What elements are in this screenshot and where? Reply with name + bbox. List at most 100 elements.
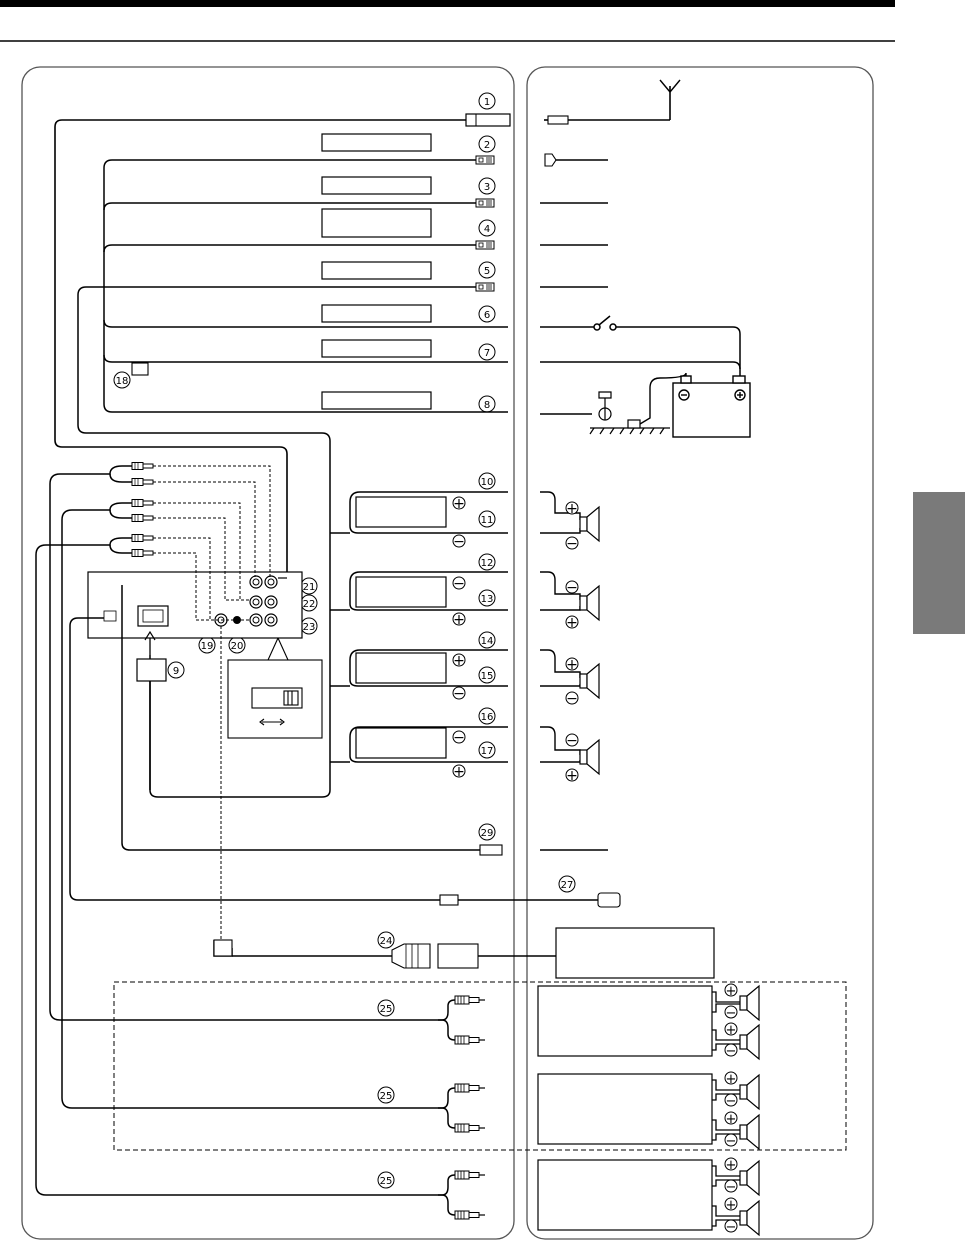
switch-detail-inset <box>227 637 323 739</box>
pol-12: − <box>453 576 465 592</box>
power-harness <box>77 159 508 798</box>
rpol-13: + <box>566 615 578 631</box>
speaker-front-right <box>579 585 600 621</box>
apol-6: − <box>726 1094 737 1109</box>
connector-29 <box>479 844 503 856</box>
callout-16: 16 <box>481 712 494 723</box>
callout-25c: 25 <box>380 1176 393 1187</box>
callout-15: 15 <box>481 671 494 682</box>
amp-speaker-6 <box>739 1200 760 1236</box>
rca-cables <box>35 462 438 1196</box>
rca-jack-front-l <box>249 575 263 589</box>
rca-plug-2b <box>454 1123 486 1133</box>
callout-12: 12 <box>481 558 494 569</box>
callout-5: 5 <box>484 266 490 277</box>
pol-16: − <box>453 730 465 746</box>
connector-2 <box>475 155 495 165</box>
apol-12: − <box>726 1220 737 1235</box>
callout-25a: 25 <box>380 1004 393 1015</box>
apol-2: − <box>726 1006 737 1021</box>
callout-18: 18 <box>116 376 129 387</box>
apol-3: + <box>726 1023 737 1038</box>
remote-cable <box>69 617 621 908</box>
callout-19: 19 <box>201 641 214 652</box>
unit-panel <box>21 66 515 1240</box>
label-boxes <box>321 133 432 410</box>
connector-5 <box>475 282 495 292</box>
callout-20: 20 <box>231 641 244 652</box>
amp-speaker-2 <box>739 1024 760 1060</box>
rpol-17: + <box>566 768 578 784</box>
antenna-lead <box>54 79 681 580</box>
callout-24: 24 <box>380 936 393 947</box>
speaker-polarity-right: + − − + + − − + <box>565 501 579 784</box>
rpol-15: − <box>566 691 578 707</box>
extension-cable <box>213 927 715 979</box>
callout-29: 29 <box>481 828 494 839</box>
callout-13: 13 <box>481 594 494 605</box>
rca-plug-1a <box>454 995 486 1005</box>
rpol-12: − <box>566 580 578 596</box>
callout-25b: 25 <box>380 1091 393 1102</box>
rpol-14: + <box>566 657 578 673</box>
apol-1: + <box>726 984 737 999</box>
fuse-holder <box>131 362 149 376</box>
callout-23: 23 <box>303 622 316 633</box>
connector-4 <box>475 240 495 250</box>
amp-speaker-3 <box>739 1074 760 1110</box>
callout-7: 7 <box>484 348 490 359</box>
speaker-rear-right <box>579 739 600 775</box>
ground-bolt <box>589 391 670 435</box>
amp-speaker-1 <box>739 985 760 1021</box>
apol-8: − <box>726 1134 737 1149</box>
rca-jack-front-r <box>264 575 278 589</box>
rca-jack-rear-l <box>249 595 263 609</box>
rca-jack-sub-l <box>249 613 263 627</box>
pol-17: + <box>453 764 465 780</box>
amplifiers <box>537 985 713 1231</box>
speaker-rear-left <box>579 663 600 699</box>
pol-14: + <box>453 653 465 669</box>
callout-8: 8 <box>484 400 490 411</box>
speaker-wiring <box>330 491 508 763</box>
amp-speaker-wires <box>712 991 740 1227</box>
apol-4: − <box>726 1044 737 1059</box>
apol-7: + <box>726 1112 737 1127</box>
amp-polarity: + − + − + − + − + − + − <box>724 983 738 1235</box>
apol-9: + <box>726 1158 737 1173</box>
pol-13: + <box>453 612 465 628</box>
section-tab <box>913 492 965 634</box>
rpol-16: − <box>566 733 578 749</box>
speaker-front-left <box>579 506 600 542</box>
rca-plug-3a <box>454 1170 486 1180</box>
battery <box>639 372 751 438</box>
amplifier-region <box>113 981 847 1151</box>
pol-11: − <box>453 534 465 550</box>
pol-10: + <box>453 496 465 512</box>
amp-speaker-5 <box>739 1160 760 1196</box>
apol-11: + <box>726 1198 737 1213</box>
callout-11: 11 <box>481 515 494 526</box>
amp-speaker-4 <box>739 1114 760 1150</box>
vehicle-wire-stubs <box>540 153 741 415</box>
callout-3: 3 <box>484 182 490 193</box>
callout-10: 10 <box>481 477 494 488</box>
rca-jack-rear-r <box>264 595 278 609</box>
header-rule <box>0 0 895 7</box>
rca-pairs <box>438 999 456 1216</box>
rca-jack-sub-r <box>264 613 278 627</box>
apol-5: + <box>726 1072 737 1087</box>
callout-9: 9 <box>173 666 179 677</box>
callout-4: 4 <box>484 224 490 235</box>
rca-plug-3b <box>454 1210 486 1220</box>
rca-plug-1b <box>454 1035 486 1045</box>
callout-6: 6 <box>484 310 490 321</box>
callouts: 1 2 3 4 5 6 7 8 9 10 11 12 13 14 15 16 1… <box>88 92 576 1189</box>
callout-22: 22 <box>303 599 316 610</box>
apol-10: − <box>726 1180 737 1195</box>
callout-21: 21 <box>303 582 316 593</box>
callout-17: 17 <box>481 746 494 757</box>
rpol-11: − <box>566 536 578 552</box>
callout-27: 27 <box>561 880 574 891</box>
